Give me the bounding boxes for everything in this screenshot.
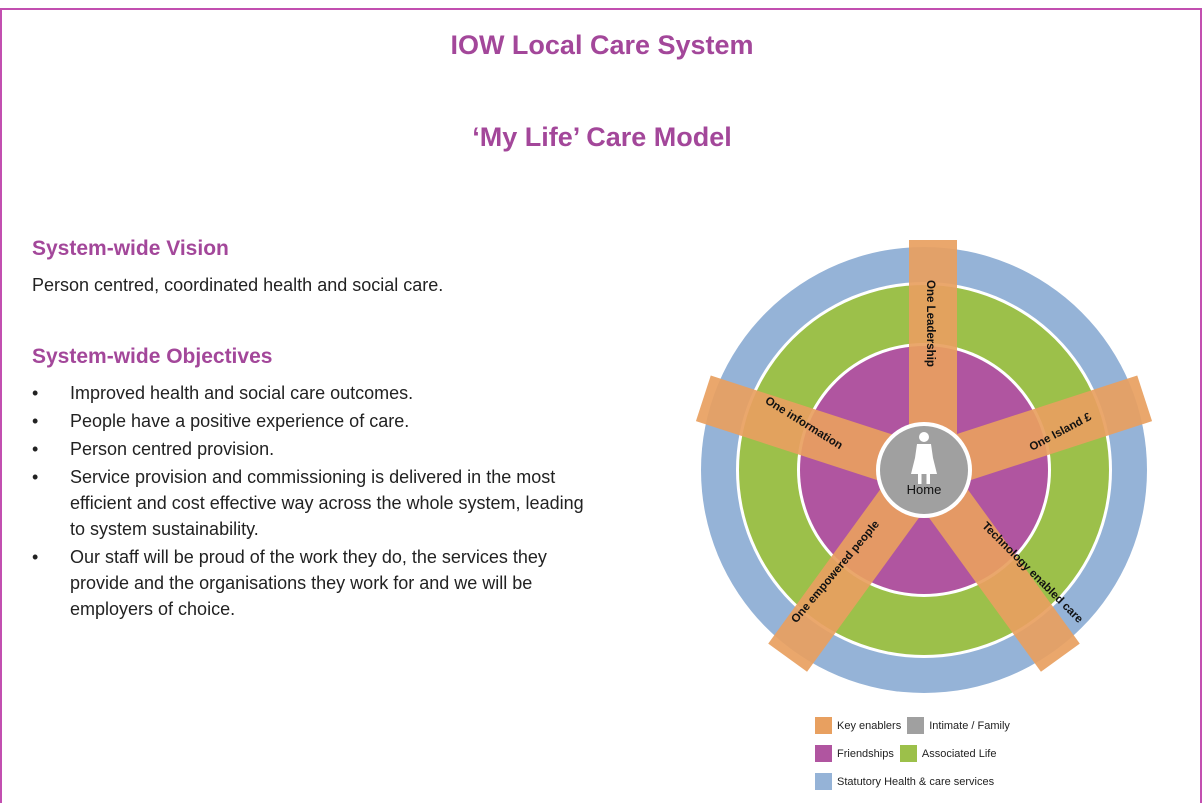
spoke-one-island [916, 375, 1153, 493]
bullet: • [32, 383, 39, 403]
objectives-heading: System-wide Objectives [32, 345, 273, 368]
legend-row: Key enablers Intimate / Family [815, 717, 1016, 734]
legend-label: Statutory Health & care services [837, 775, 995, 788]
objective-item: • People have a positive experience of ca… [32, 408, 592, 434]
care-model-svg: One Leadership One Island £ Technology e… [695, 240, 1153, 693]
objective-text: Person centred provision. [70, 439, 275, 459]
spoke-information [695, 375, 932, 493]
legend-label: Friendships [837, 747, 894, 760]
legend-row: Statutory Health & care services [815, 773, 1016, 790]
objectives-list: • Improved health and social care outcome… [32, 380, 592, 624]
enabler-label: One Leadership [924, 280, 936, 367]
bullet: • [32, 467, 39, 487]
care-model-diagram: One Leadership One Island £ Technology e… [690, 230, 1170, 715]
bullet: • [32, 547, 39, 567]
page-title: IOW Local Care System [450, 30, 754, 60]
slide-frame [0, 8, 1202, 803]
swatch-associated-life [899, 745, 917, 762]
center-label: Home [907, 482, 942, 497]
swatch-key-enablers [815, 717, 832, 734]
legend-label: Intimate / Family [929, 719, 1010, 732]
vision-heading: System-wide Vision [32, 237, 229, 260]
legend-item-statutory: Statutory Health & care services [815, 773, 994, 790]
swatch-statutory [815, 773, 832, 790]
swatch-friendships [815, 745, 832, 762]
legend-item-intimate-family: Intimate / Family [907, 717, 1010, 734]
objective-text: Improved health and social care outcomes… [70, 383, 414, 403]
vision-text: Person centred, coordinated health and s… [32, 275, 444, 295]
objective-item: • Service provision and commissioning is … [32, 464, 592, 542]
legend-row: Friendships Associated Life [815, 745, 1016, 762]
legend-item-associated-life: Associated Life [899, 745, 997, 762]
legend-item-key-enablers: Key enablers [815, 717, 901, 734]
objective-text: Our staff will be proud of the work they… [70, 547, 547, 619]
objective-item: • Person centred provision. [32, 436, 592, 462]
bullet: • [32, 439, 39, 459]
person-icon [911, 432, 937, 484]
objective-item: • Our staff will be proud of the work the… [32, 544, 592, 622]
legend-label: Associated Life [921, 747, 997, 760]
page-subtitle: ‘My Life’ Care Model [472, 122, 732, 152]
objective-item: • Improved health and social care outcome… [32, 380, 592, 406]
bullet: • [32, 411, 39, 431]
legend: Key enablers Intimate / Family Friendshi… [815, 717, 1016, 801]
objective-text: People have a positive experience of car… [70, 411, 410, 431]
legend-label: Key enablers [837, 719, 902, 732]
enabler-bar [916, 375, 1153, 493]
legend-item-friendships: Friendships [815, 745, 894, 762]
swatch-intimate-family [907, 717, 925, 734]
enabler-bar [695, 375, 932, 493]
objective-text: Service provision and commissioning is d… [70, 467, 584, 539]
